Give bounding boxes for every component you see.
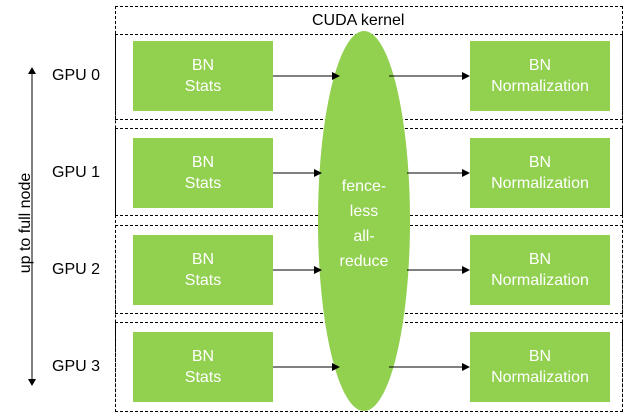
allreduce-line3: all-	[353, 228, 375, 245]
bn-norm-line2: Normalization	[491, 272, 589, 289]
bn-norm-line2: Normalization	[491, 175, 589, 192]
allreduce-line1: fence-	[341, 178, 387, 195]
kernel-title: CUDA kernel	[312, 12, 405, 29]
bn-norm-line2: Normalization	[491, 78, 589, 95]
allreduce-ellipse	[318, 31, 410, 411]
bn-norm-box-2: BN Normalization	[470, 235, 610, 305]
bn-stats-box-2: BN Stats	[133, 235, 273, 305]
allreduce-label: fence- less all- reduce	[324, 174, 404, 274]
bn-stats-line2: Stats	[184, 175, 222, 192]
bn-stats-box-0: BN Stats	[133, 41, 273, 111]
bn-norm-line1: BN	[528, 154, 552, 171]
bn-stats-line1: BN	[191, 348, 215, 365]
bn-norm-line2: Normalization	[491, 369, 589, 386]
bn-stats-line2: Stats	[184, 369, 222, 386]
bn-norm-box-0: BN Normalization	[470, 41, 610, 111]
bn-norm-line1: BN	[528, 57, 552, 74]
gpu-label-3: GPU 3	[52, 358, 101, 375]
bn-norm-box-3: BN Normalization	[470, 332, 610, 402]
bn-norm-line1: BN	[528, 348, 552, 365]
gpu-label-0: GPU 0	[52, 67, 101, 84]
allreduce-line2: less	[349, 203, 379, 220]
bn-stats-box-3: BN Stats	[133, 332, 273, 402]
bn-stats-line1: BN	[191, 251, 215, 268]
bn-stats-box-1: BN Stats	[133, 138, 273, 208]
bn-stats-line1: BN	[191, 57, 215, 74]
allreduce-line4: reduce	[339, 253, 389, 270]
bn-stats-line1: BN	[191, 154, 215, 171]
bn-norm-box-1: BN Normalization	[470, 138, 610, 208]
bn-stats-line2: Stats	[184, 78, 222, 95]
gpu-label-2: GPU 2	[52, 261, 101, 278]
bn-norm-line1: BN	[528, 251, 552, 268]
gpu-label-1: GPU 1	[52, 164, 101, 181]
bn-stats-line2: Stats	[184, 272, 222, 289]
